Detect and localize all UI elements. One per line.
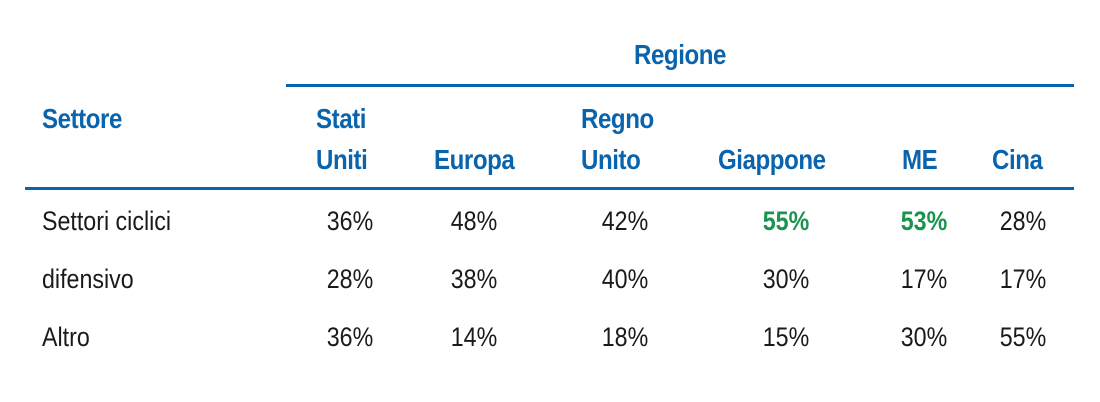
cell-value: 36% (326, 206, 374, 236)
col-header-stati-uniti-l2: Uniti (316, 144, 368, 175)
cell-value: 30% (900, 322, 948, 352)
cell-value: 38% (450, 264, 498, 294)
row-label: Settori ciclici (42, 206, 172, 236)
cell-value: 17% (900, 264, 948, 294)
cell-value: 17% (999, 264, 1047, 294)
cell-value: 48% (450, 206, 498, 236)
col-header-me: ME (902, 144, 938, 175)
cell-value: 18% (601, 322, 649, 352)
cell-value-highlighted: 55% (762, 206, 810, 236)
col-header-giappone: Giappone (718, 144, 826, 175)
row-header-settore: Settore (42, 103, 122, 134)
row-label: difensivo (42, 264, 134, 294)
group-header-regione: Regione (634, 39, 726, 70)
col-header-cina: Cina (992, 144, 1043, 175)
cell-value: 36% (326, 322, 374, 352)
cell-value: 15% (762, 322, 810, 352)
cell-value: 55% (999, 322, 1047, 352)
cell-value: 28% (326, 264, 374, 294)
cell-value: 42% (601, 206, 649, 236)
cell-value: 28% (999, 206, 1047, 236)
cell-value: 14% (450, 322, 498, 352)
cell-value-highlighted: 53% (900, 206, 948, 236)
col-header-europa: Europa (434, 144, 515, 175)
col-header-regno-unito-l2: Unito (581, 144, 641, 175)
col-header-regno-unito-l1: Regno (581, 103, 654, 134)
header-bottom-rule (25, 187, 1074, 190)
cell-value: 30% (762, 264, 810, 294)
col-header-stati-uniti-l1: Stati (316, 103, 367, 134)
group-header-rule (286, 84, 1074, 87)
row-label: Altro (42, 322, 90, 352)
cell-value: 40% (601, 264, 649, 294)
